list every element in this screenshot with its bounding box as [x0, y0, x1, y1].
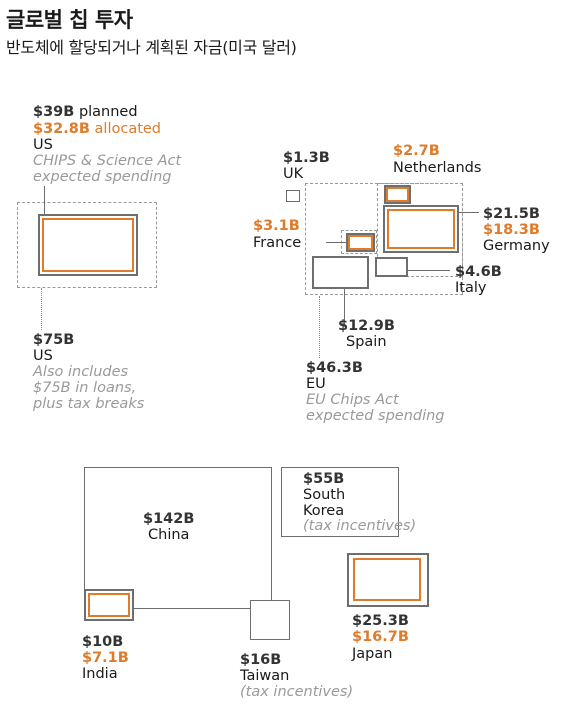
eu-total-leader	[319, 296, 320, 358]
japan-planned-square	[347, 553, 429, 607]
italy-name: Italy	[455, 280, 487, 296]
japan-allocated-square	[353, 558, 421, 601]
us-planned-value: $39B	[33, 104, 75, 120]
india-allocated-square	[88, 593, 130, 617]
uk-value: $1.3B	[283, 150, 330, 166]
france-value: $3.1B	[253, 218, 300, 234]
us-note-line1: Also includes	[33, 364, 129, 380]
us-note-line2: $75B in loans,	[33, 380, 137, 396]
us-note-line3: plus tax breaks	[33, 396, 145, 412]
chart-subtitle: 반도체에 할당되거나 계획된 자금(미국 달러)	[6, 38, 297, 57]
spain-leader	[344, 289, 345, 325]
eu-act-line1: EU Chips Act	[306, 392, 399, 408]
us-planned-word: planned	[78, 104, 138, 120]
taiwan-square	[250, 600, 290, 640]
us-name-label: US	[33, 137, 53, 153]
south-korea-name-line1: South	[303, 487, 346, 503]
china-name: China	[148, 527, 190, 543]
france-name: France	[253, 235, 302, 251]
germany-planned-value: $21.5B	[483, 206, 540, 222]
south-korea-square	[281, 467, 399, 537]
us-label-leader	[44, 186, 45, 216]
uk-name: UK	[283, 166, 304, 182]
italy-value: $4.6B	[455, 264, 502, 280]
uk-square	[286, 190, 300, 202]
us-allocated-word: allocated	[94, 121, 162, 137]
india-planned-value: $10B	[82, 634, 124, 650]
italy-square	[375, 257, 408, 277]
netherlands-value: $2.7B	[393, 143, 440, 159]
us-allocated-value: $32.8B	[33, 121, 90, 137]
japan-name: Japan	[352, 646, 393, 662]
germany-planned-square	[383, 205, 459, 253]
chart-title: 글로벌 칩 투자	[6, 8, 133, 32]
eu-name: EU	[306, 376, 326, 392]
us-act-line2: expected spending	[33, 169, 172, 185]
eu-inner-dotted	[377, 183, 463, 277]
us-allocated-square	[42, 218, 134, 272]
japan-planned-value: $25.3B	[352, 613, 409, 629]
south-korea-value: $55B	[303, 471, 345, 487]
us-act-line1: CHIPS & Science Act	[33, 153, 182, 169]
us-allocated-label: $32.8B allocated	[33, 121, 161, 138]
us-planned-square	[38, 214, 138, 276]
italy-leader	[408, 270, 450, 271]
eu-value: $46.3B	[306, 360, 363, 376]
netherlands-name: Netherlands	[393, 160, 482, 176]
spain-value: $12.9B	[338, 318, 395, 334]
taiwan-note: (tax incentives)	[240, 684, 354, 700]
germany-allocated-value: $18.3B	[483, 222, 540, 238]
taiwan-value: $16B	[240, 652, 282, 668]
south-korea-name-line2: Korea	[303, 503, 345, 519]
china-value: $142B	[143, 511, 195, 527]
germany-allocated-square	[387, 209, 455, 249]
south-korea-note: (tax incentives)	[303, 518, 417, 534]
japan-allocated-value: $16.7B	[352, 629, 409, 645]
us-planned-label: $39B planned	[33, 104, 138, 121]
germany-name: Germany	[483, 238, 550, 254]
spain-square	[312, 256, 369, 289]
germany-leader	[459, 212, 479, 213]
eu-act-line2: expected spending	[306, 408, 445, 424]
netherlands-planned-square	[384, 185, 411, 204]
france-leader	[326, 242, 346, 243]
us-total-name: US	[33, 348, 53, 364]
india-allocated-value: $7.1B	[82, 650, 129, 666]
us-total-leader	[41, 288, 42, 330]
india-name: India	[82, 666, 118, 682]
france-allocated-square	[348, 235, 373, 250]
taiwan-name: Taiwan	[240, 668, 290, 684]
spain-name: Spain	[346, 334, 387, 350]
us-program-square	[17, 202, 157, 288]
netherlands-allocated-square	[386, 187, 409, 202]
us-total-value: $75B	[33, 332, 75, 348]
france-planned-square	[346, 233, 375, 252]
china-square	[84, 467, 272, 609]
